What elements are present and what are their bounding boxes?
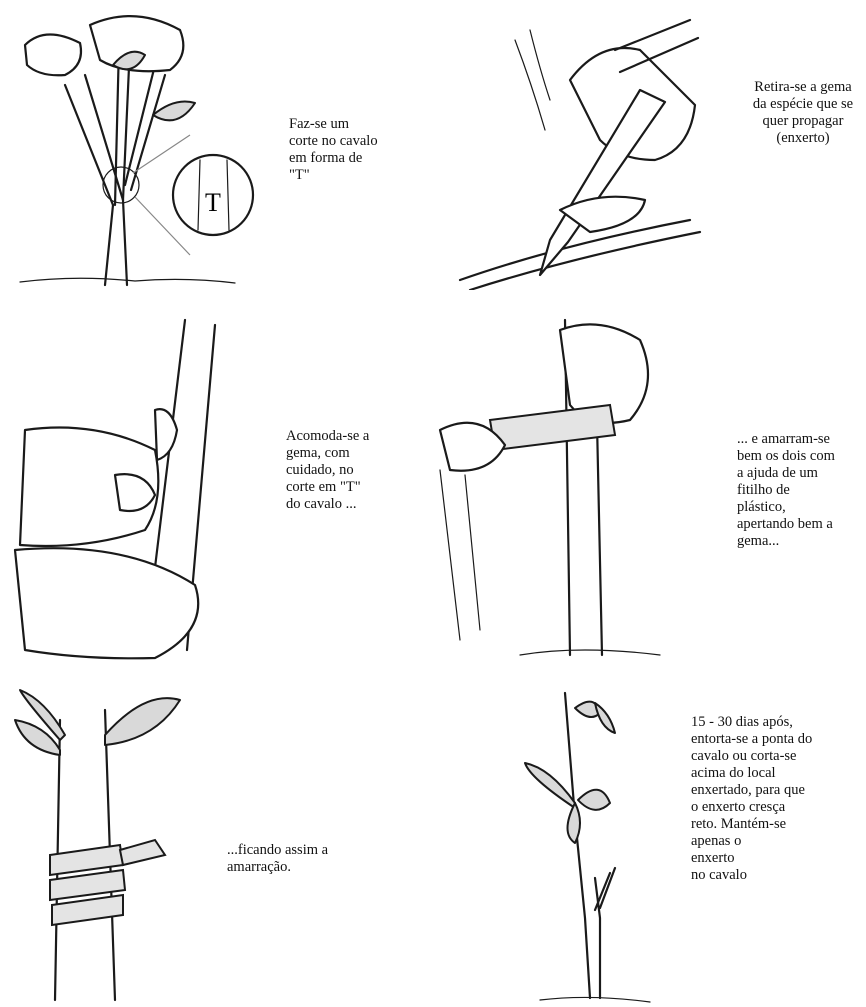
leaf (595, 703, 615, 733)
step5-caption: ...ficando assim a amarração. (227, 842, 377, 876)
leaf (105, 698, 180, 745)
leaf (578, 790, 610, 810)
cut-stub (595, 868, 615, 910)
tied-graft-drawing (5, 680, 205, 1005)
arm-lines (440, 470, 480, 640)
ground-line (540, 997, 650, 1002)
step1-illustration: T (5, 5, 255, 290)
tying-drawing (420, 310, 720, 665)
hand-left (25, 34, 81, 75)
leaf (525, 763, 575, 808)
inset-t-letter: T (205, 188, 221, 217)
stock-stem (565, 693, 600, 998)
step1-caption: Faz-se um corte no cavalo em forma de "T… (289, 116, 439, 184)
ground-line (520, 650, 660, 655)
t-cut-drawing: T (5, 5, 255, 290)
step3-caption: Acomoda-se a gema, com cuidado, no corte… (286, 428, 436, 513)
scion-branch (460, 220, 700, 290)
step4-illustration (420, 310, 720, 665)
bud-insertion-drawing (5, 310, 255, 665)
branch-right (125, 65, 165, 190)
tape-end (120, 840, 165, 865)
bud-removal-drawing (440, 10, 740, 290)
step6-illustration (520, 678, 670, 1006)
rootstock-stem (105, 200, 127, 285)
leaf (153, 102, 195, 121)
step4-caption: ... e amarram-se bem os dois com a ajuda… (737, 431, 866, 550)
grown-graft-drawing (520, 678, 670, 1006)
branch-left (65, 75, 123, 205)
finger-lines (515, 30, 550, 130)
step2-illustration (440, 10, 740, 290)
step2-caption: Retira-se a gema da espécie que se quer … (733, 79, 866, 147)
plastic-tape (490, 405, 615, 450)
step5-illustration (5, 680, 205, 1005)
step6-caption: 15 - 30 dias após, entorta-se a ponta do… (691, 714, 866, 884)
leaf (568, 803, 581, 843)
step3-illustration (5, 310, 255, 665)
palm (15, 548, 198, 658)
